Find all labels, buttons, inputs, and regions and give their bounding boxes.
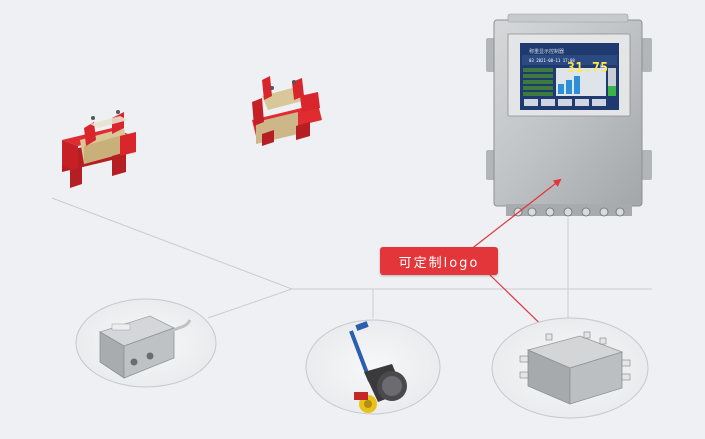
load-cell-oval — [75, 298, 217, 388]
rail-clamp-right — [252, 76, 322, 146]
screen-weight-unit: kg — [600, 64, 605, 69]
custom-logo-badge: 可定制logo — [380, 247, 498, 275]
screen-title: 称重显示控制器 — [529, 49, 565, 55]
rail-clamp-left — [62, 110, 136, 188]
junction-box-oval — [491, 317, 649, 419]
connector-lines — [51, 197, 652, 319]
wheel-sensor-oval — [305, 319, 441, 415]
screen-status-line: 03 2021-08-11 17:08 — [529, 58, 575, 63]
controller-box — [486, 13, 652, 217]
screen-weight-reading: 31.75 — [567, 61, 609, 76]
